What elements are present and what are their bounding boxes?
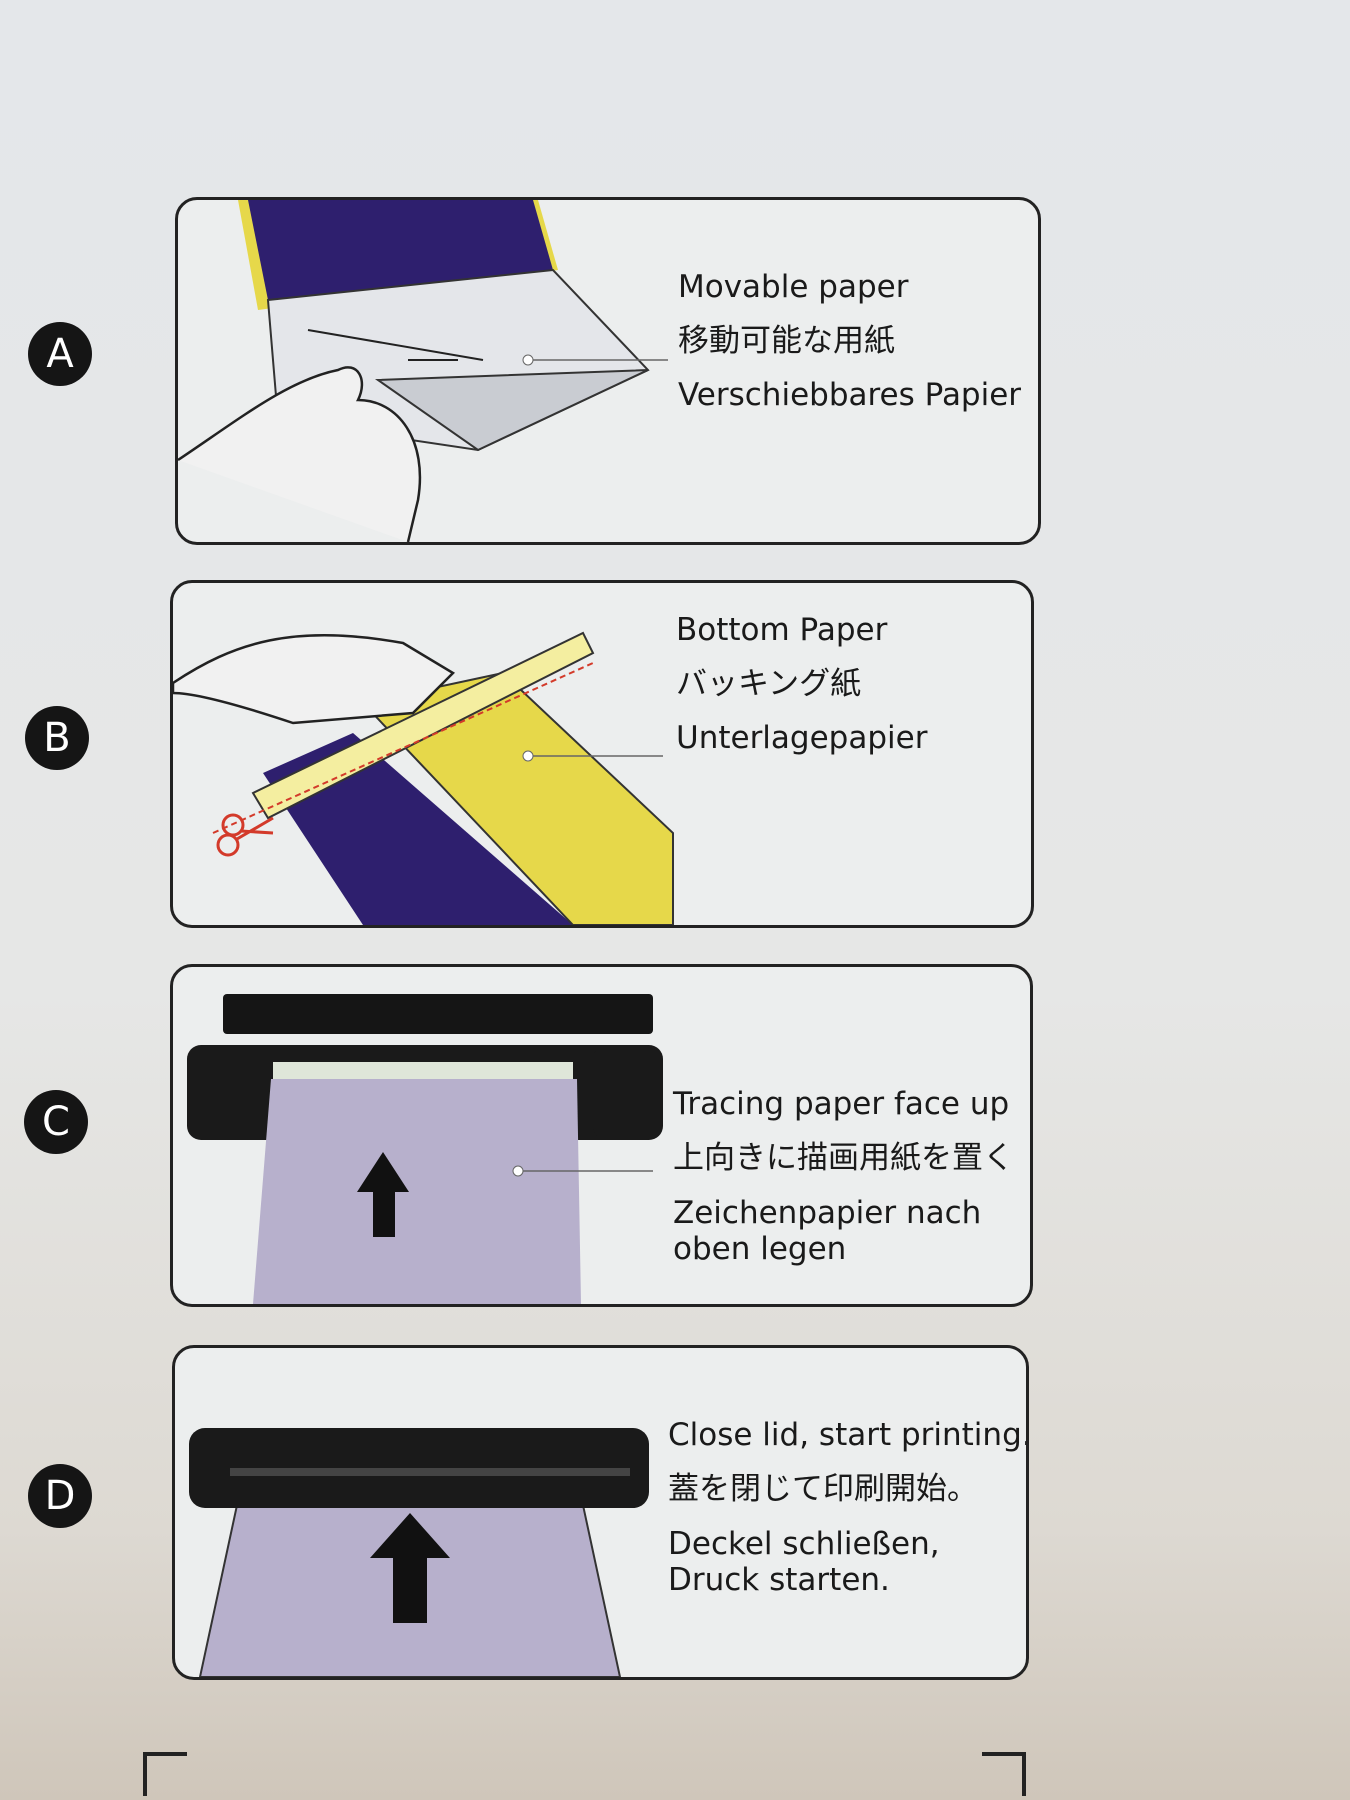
label-ja: バッキング紙 xyxy=(676,666,862,702)
label-de-2: Druck starten. xyxy=(668,1562,890,1598)
label-de-1: Zeichenpapier nach xyxy=(673,1195,982,1231)
arrow-up-icon xyxy=(357,1152,409,1237)
frame-corner-left xyxy=(143,1752,187,1796)
label-en: Tracing paper face up xyxy=(673,1086,1010,1122)
label-de-2: oben legen xyxy=(673,1231,847,1267)
step-badge-a: A xyxy=(28,322,92,386)
step-panel-b: Bottom Paper バッキング紙 Unterlagepapier xyxy=(170,580,1034,928)
label-de: Unterlagepapier xyxy=(676,720,928,756)
arrow-up-icon xyxy=(370,1513,450,1623)
step-panel-a: Movable paper 移動可能な用紙 Verschiebbares Pap… xyxy=(175,197,1041,545)
step-panel-d: Close lid, start printing. 蓋を閉じて印刷開始。 De… xyxy=(172,1345,1029,1680)
label-de-1: Deckel schließen, xyxy=(668,1526,940,1562)
step-b-text: Bottom Paper バッキング紙 Unterlagepapier xyxy=(676,603,927,765)
step-a-text: Movable paper 移動可能な用紙 Verschiebbares Pap… xyxy=(678,260,1021,422)
illustration-printer-open xyxy=(187,994,663,1304)
step-badge-b: B xyxy=(25,706,89,770)
step-panel-c: Tracing paper face up 上向きに描画用紙を置く Zeiche… xyxy=(170,964,1033,1307)
label-en: Bottom Paper xyxy=(676,612,888,648)
label-ja: 上向きに描画用紙を置く xyxy=(673,1140,1014,1176)
step-c-text: Tracing paper face up 上向きに描画用紙を置く Zeiche… xyxy=(673,1077,1014,1267)
label-en: Movable paper xyxy=(678,269,909,305)
illustration-bottom-paper xyxy=(173,631,674,925)
frame-corner-right xyxy=(982,1752,1026,1796)
step-badge-d: D xyxy=(28,1464,92,1528)
label-ja: 移動可能な用紙 xyxy=(678,323,895,359)
label-de: Verschiebbares Papier xyxy=(678,377,1022,413)
step-badge-c: C xyxy=(24,1090,88,1154)
illustration-printer-closed xyxy=(189,1428,649,1677)
label-en: Close lid, start printing. xyxy=(668,1417,1029,1453)
label-ja: 蓋を閉じて印刷開始。 xyxy=(668,1471,978,1507)
scissors-icon xyxy=(216,813,274,857)
step-d-text: Close lid, start printing. 蓋を閉じて印刷開始。 De… xyxy=(668,1408,1029,1598)
illustration-movable-paper xyxy=(178,200,668,542)
